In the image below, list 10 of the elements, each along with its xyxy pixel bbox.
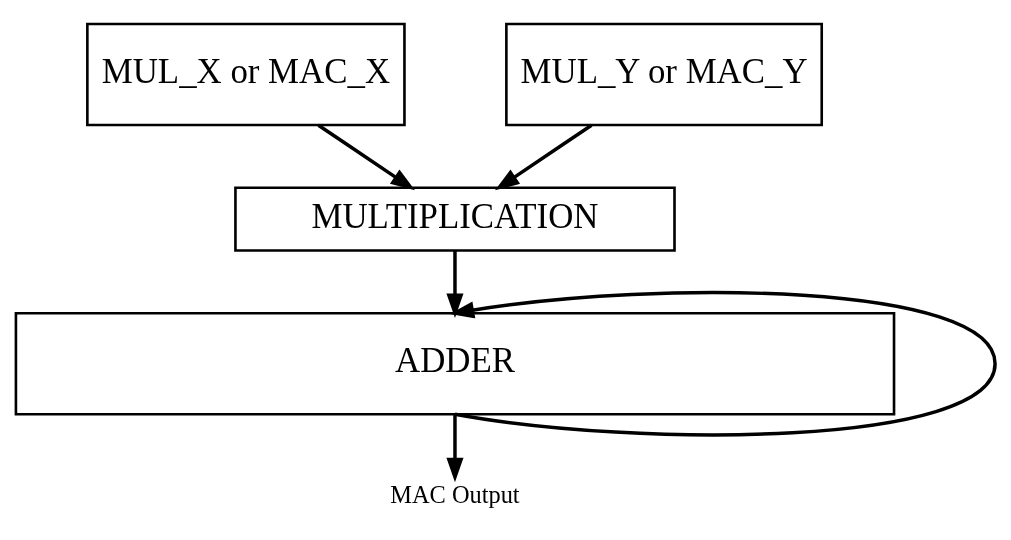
node-box: MULTIPLICATION — [234, 185, 676, 252]
arrow — [449, 290, 997, 436]
arrow — [446, 250, 464, 318]
arrow — [446, 414, 464, 482]
arrow — [317, 123, 415, 190]
node-box: MUL_X or MAC_X — [86, 22, 406, 126]
arrow — [495, 123, 593, 190]
node-text: MAC Output — [390, 480, 520, 508]
node-box: MUL_Y or MAC_Y — [505, 22, 824, 126]
node-box: ADDER — [14, 311, 896, 416]
